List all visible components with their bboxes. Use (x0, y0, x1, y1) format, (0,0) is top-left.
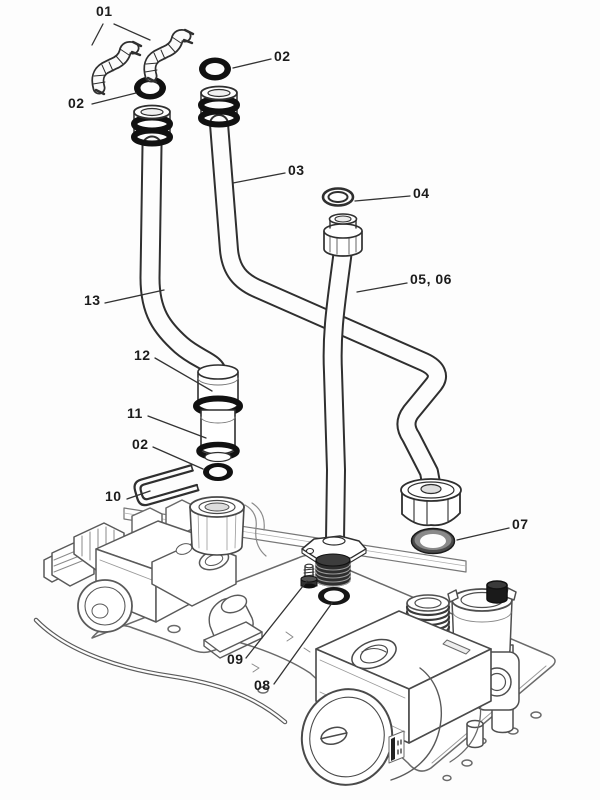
washer-04 (321, 187, 355, 207)
hex-nut (400, 478, 462, 527)
callout-label-10: 10 (105, 488, 122, 504)
threaded-boss (315, 553, 351, 587)
pump-rating-label (388, 730, 405, 764)
retaining-pin-10 (133, 464, 200, 507)
o-ring-02-lower (203, 463, 233, 481)
callout-label-12: 12 (134, 347, 151, 363)
return-pipe-03 (209, 114, 447, 493)
pipe13-collar (131, 104, 173, 147)
callout-label-02-lower: 02 (132, 436, 149, 452)
callout-label-01: 01 (96, 3, 113, 19)
callout-label-08: 08 (254, 677, 271, 693)
pipe03-collar (198, 85, 240, 128)
callout-label-02-top: 02 (274, 48, 291, 64)
callout-label-04: 04 (413, 185, 430, 201)
o-ring-02-left (134, 76, 166, 100)
retaining-clips (91, 28, 195, 96)
flow-pipe-13 (139, 135, 228, 385)
callout-label-02-left: 02 (68, 95, 85, 111)
circulation-pump (300, 610, 492, 786)
diverter-valve-assembly (43, 520, 237, 633)
o-ring-08 (318, 587, 350, 605)
leader-lines (91, 23, 510, 685)
front-pipe (33, 617, 288, 725)
sealing-washer-07 (410, 527, 456, 555)
elbow-fitting (203, 594, 263, 659)
o-ring-02-top (199, 57, 231, 81)
flow-pipe-socket (189, 496, 245, 556)
screw-09 (300, 563, 318, 589)
callout-label-09: 09 (227, 651, 244, 667)
callout-label-05-06: 05, 06 (410, 271, 452, 287)
callout-label-03: 03 (288, 162, 305, 178)
callout-label-11: 11 (127, 405, 143, 421)
pump-motor-face (300, 688, 394, 786)
vent-black-cap (486, 580, 508, 604)
callout-label-13: 13 (84, 292, 101, 308)
coupling-12 (193, 364, 243, 417)
union-nut-fitting (323, 213, 363, 257)
middle-pipe-05-06 (322, 240, 353, 550)
insert-11 (196, 409, 240, 463)
callout-label-07: 07 (512, 516, 529, 532)
